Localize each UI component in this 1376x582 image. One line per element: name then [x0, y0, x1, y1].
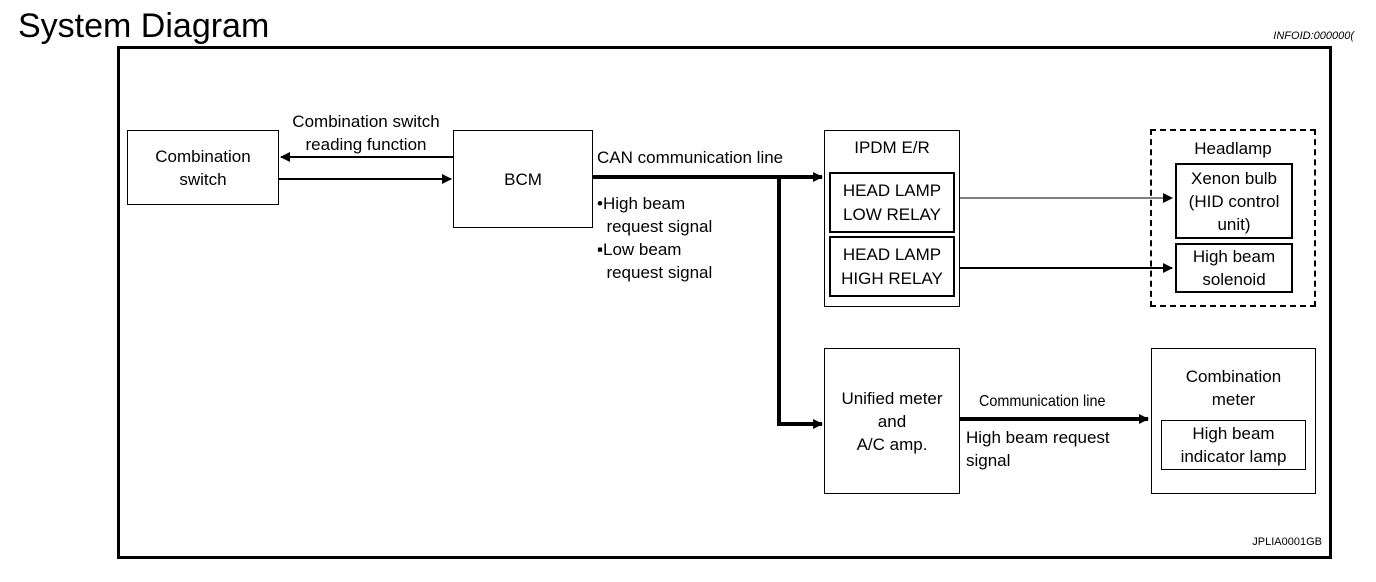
bcm-label: BCM: [504, 169, 542, 189]
info-id: INFOID:000000(: [1273, 30, 1354, 42]
combination-switch-box: Combination switch: [127, 130, 279, 205]
high-beam-indicator-label: High beam indicator lamp: [1180, 424, 1287, 466]
unified-meter-box: Unified meter and A/C amp.: [824, 348, 960, 494]
ipdm-label: IPDM E/R: [854, 138, 930, 157]
head-lamp-low-relay-box: HEAD LAMP LOW RELAY: [829, 172, 955, 233]
image-code: JPLIA0001GB: [1252, 536, 1322, 548]
signals-label: •High beam request signal ▪Low beam requ…: [597, 194, 713, 282]
reading-function-label: Combination switch reading function: [292, 112, 440, 154]
head-lamp-low-relay-label: HEAD LAMP LOW RELAY: [842, 180, 942, 224]
unified-meter-label: Unified meter and A/C amp.: [841, 388, 943, 454]
headlamp-group: [1150, 129, 1316, 307]
bcm-box: BCM: [453, 130, 593, 228]
combination-switch-label: Combination switch: [155, 146, 251, 189]
can-line-label: CAN communication line: [597, 148, 784, 167]
communication-line-label: Communication line: [979, 393, 1106, 410]
headlamp-label: Headlamp: [1194, 139, 1272, 158]
high-beam-solenoid-box: High beam solenoid: [1175, 243, 1293, 293]
head-lamp-high-relay-box: HEAD LAMP HIGH RELAY: [829, 236, 955, 297]
page-title: System Diagram: [18, 7, 270, 45]
combination-meter-label: Combination meter: [1185, 367, 1282, 409]
diagram-frame: [117, 46, 1332, 559]
xenon-bulb-box: Xenon bulb (HID control unit): [1175, 163, 1293, 239]
xenon-bulb-label: Xenon bulb (HID control unit): [1188, 168, 1280, 234]
high-beam-request-label: High beam request signal: [966, 428, 1110, 470]
head-lamp-high-relay-label: HEAD LAMP HIGH RELAY: [841, 244, 943, 288]
high-beam-solenoid-label: High beam solenoid: [1192, 247, 1276, 289]
high-beam-indicator-box: High beam indicator lamp: [1161, 420, 1306, 470]
